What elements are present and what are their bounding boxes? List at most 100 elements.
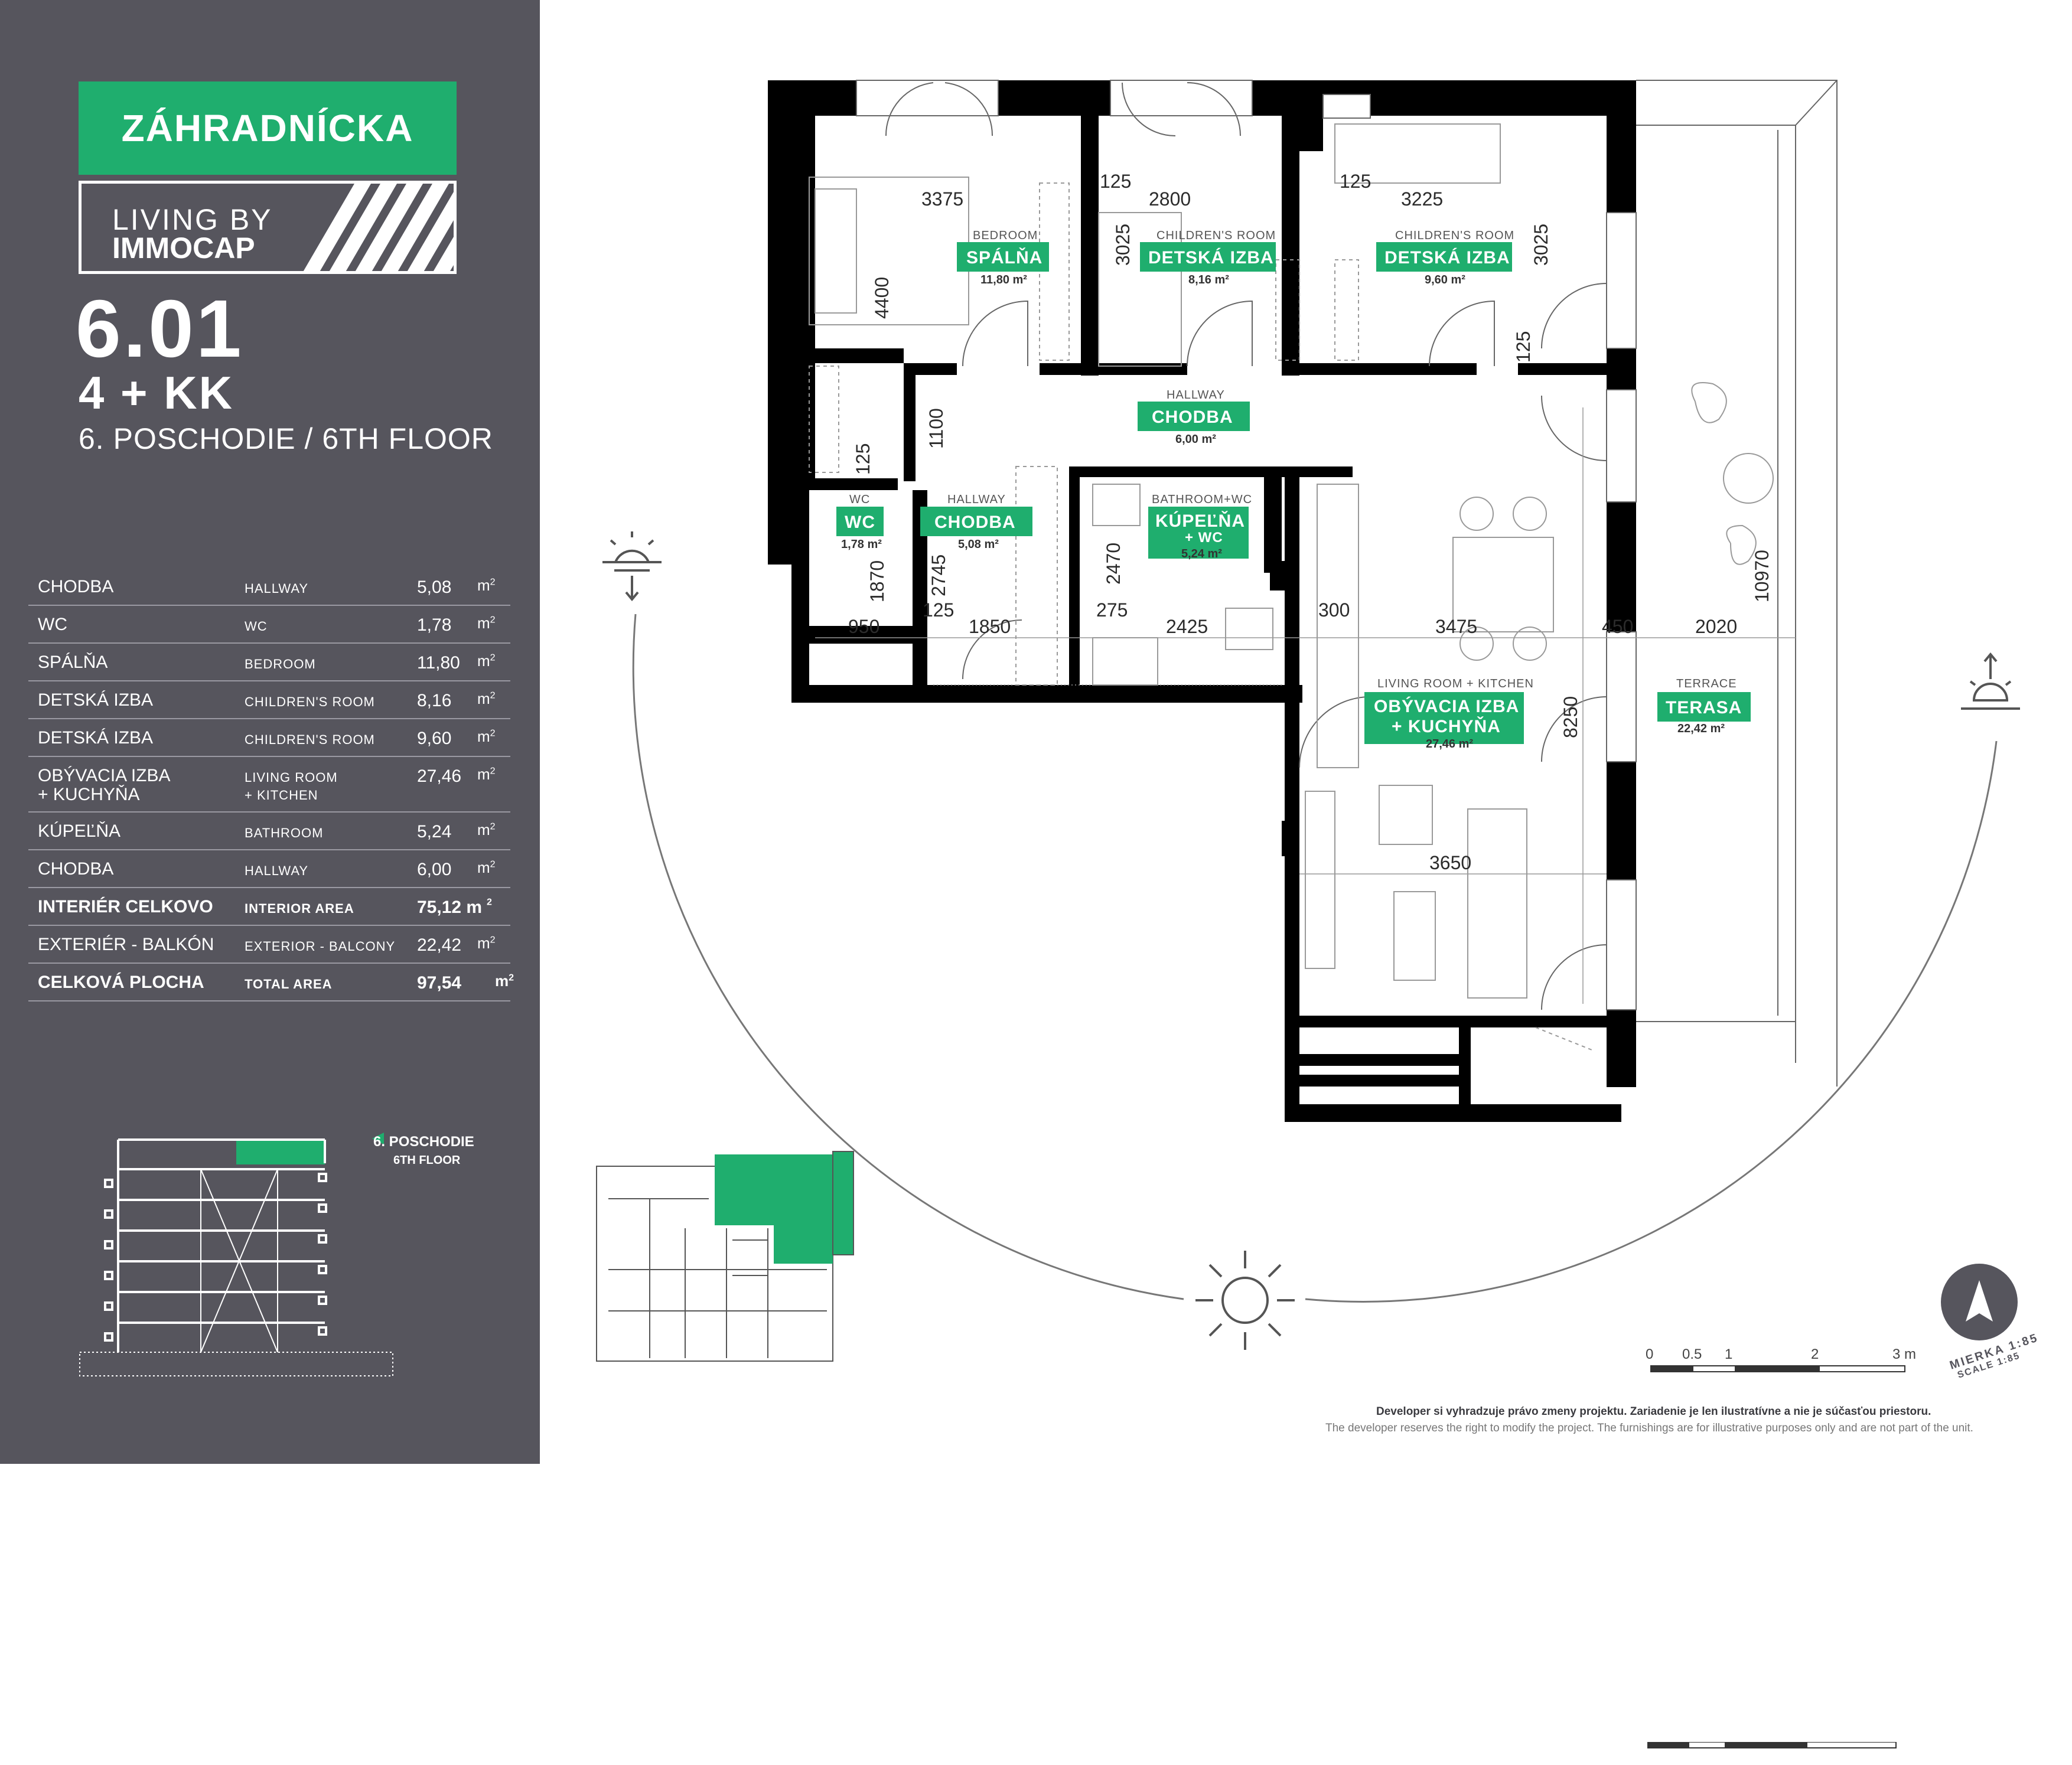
dim-2425: 2425 <box>1166 616 1208 637</box>
area-row-en: BATHROOM <box>245 826 324 840</box>
area-row-sk: DETSKÁ IZBA <box>38 690 154 710</box>
dim-1850: 1850 <box>969 616 1011 637</box>
dim-2020: 2020 <box>1695 616 1737 637</box>
child1-en: CHILDREN'S ROOM <box>1156 229 1276 242</box>
scale-bar-shape <box>1650 1365 1905 1372</box>
unit-floor: 6. POSCHODIE / 6TH FLOOR <box>79 422 493 455</box>
area-row-unit: m2 <box>477 690 496 707</box>
area-row-unit: m2 <box>477 821 496 839</box>
bathroom-area: 5,24 m² <box>1181 547 1222 560</box>
area-row-sk: CHODBA <box>38 859 114 879</box>
bedroom-area: 11,80 m² <box>980 273 1027 286</box>
dim-2745: 2745 <box>928 554 949 596</box>
logo-line2: IMMOCAP <box>112 231 255 265</box>
wc-area: 1,78 m² <box>841 538 882 551</box>
terrace-outline <box>1636 80 1838 1087</box>
sunrise-icon <box>1961 652 2020 710</box>
unit-type: 4 + KK <box>79 367 234 419</box>
dim-10970: 10970 <box>1751 550 1773 602</box>
dim-125a: 125 <box>1100 171 1131 192</box>
room-labels: BEDROOM SPÁLŇA 11,80 m² CHILDREN'S ROOM … <box>836 229 1751 751</box>
sun-path-arc <box>632 614 1184 1300</box>
dim-3025b: 3025 <box>1530 224 1552 266</box>
area-row-unit: m2 <box>495 972 514 990</box>
area-row-sk: OBÝVACIA IZBA+ KUCHYŇA <box>38 766 171 804</box>
area-row-value: 22,42 <box>417 935 462 955</box>
area-row-en: CHILDREN'S ROOM <box>245 732 375 747</box>
disclaimer-en: The developer reserves the right to modi… <box>1325 1422 1973 1434</box>
floor-plan: 3375 2800 3225 125 125 3025 3025 4400 11… <box>596 80 2020 1362</box>
bedroom-sk: SPÁLŇA <box>966 247 1042 267</box>
logo-stripes-icon <box>303 184 454 271</box>
scale-area: 0 0.5 1 2 3 m <box>1646 1346 1923 1382</box>
area-row-value: 27,46 <box>417 766 462 786</box>
terrace-area: 22,42 m² <box>1677 722 1725 735</box>
dim-3025a: 3025 <box>1112 224 1133 266</box>
dim-950: 950 <box>848 616 879 637</box>
child1-sk: DETSKÁ IZBA <box>1148 247 1274 267</box>
area-row-en: CHILDREN'S ROOM <box>245 694 375 709</box>
living-sk2: + KUCHYŇA <box>1392 716 1501 736</box>
wc-en: WC <box>849 493 870 506</box>
scale-tick-0: 0 <box>1646 1346 1654 1362</box>
hallway1-en: HALLWAY <box>1167 389 1225 402</box>
scale-tick-3: 3 m <box>1892 1346 1917 1362</box>
area-row-value: 9,60 <box>417 729 452 748</box>
developer-logo: LIVING BY IMMOCAP <box>79 181 457 274</box>
child2-sk: DETSKÁ IZBA <box>1384 247 1510 267</box>
area-row-value: 11,80 <box>417 653 460 673</box>
bedroom-en: BEDROOM <box>973 229 1038 242</box>
dim-3475: 3475 <box>1435 616 1477 637</box>
logo-line1: LIVING BY <box>112 203 273 236</box>
area-row-en: BEDROOM <box>245 657 316 671</box>
terrace-en: TERRACE <box>1676 677 1737 690</box>
area-row-unit: m2 <box>477 934 496 952</box>
dim-3225: 3225 <box>1401 188 1443 210</box>
area-row-unit: m2 <box>477 614 496 632</box>
area-row-en: TOTAL AREA <box>245 977 333 991</box>
area-row-sk: EXTERIÉR - BALKÓN <box>38 935 214 954</box>
area-row-en: HALLWAY <box>245 863 309 878</box>
area-row-value: 5,24 <box>417 822 452 841</box>
child1-area: 8,16 m² <box>1188 273 1229 286</box>
scale-tick-05: 0.5 <box>1682 1346 1702 1362</box>
dim-2800: 2800 <box>1149 188 1191 210</box>
hallway2-sk: CHODBA <box>934 513 1016 532</box>
hallway2-en: HALLWAY <box>947 493 1006 506</box>
area-row-en: WC <box>245 619 268 634</box>
area-row-unit: m2 <box>477 727 496 745</box>
dim-125c: 125 <box>852 443 874 475</box>
child2-en: CHILDREN'S ROOM <box>1395 229 1514 242</box>
furniture <box>809 123 1774 1052</box>
area-row-en: INTERIOR AREA <box>245 901 354 916</box>
area-row-sk: WC <box>38 615 67 634</box>
area-row-value: 75,12 m <box>417 898 483 917</box>
dim-2470: 2470 <box>1103 543 1124 585</box>
key-plan <box>596 1151 854 1362</box>
area-row-sk: CHODBA <box>38 577 114 596</box>
hallway1-area: 6,00 m² <box>1175 433 1216 446</box>
area-row-unit: m2 <box>477 576 496 594</box>
area-row-sk: INTERIÉR CELKOVO <box>38 897 213 916</box>
sunset-icon <box>602 531 662 602</box>
section-floor-label-en: 6TH FLOOR <box>393 1154 461 1167</box>
area-row-value: 1,78 <box>417 615 452 635</box>
area-row-value: 97,54 <box>417 973 462 993</box>
area-row: WC WC 1,78 m2 <box>28 606 510 644</box>
bathroom-sk2: + WC <box>1185 530 1223 546</box>
dim-275: 275 <box>1096 599 1128 621</box>
terrace-sk: TERASA <box>1666 698 1742 717</box>
area-row-unit: m2 <box>477 765 496 783</box>
area-row-en: HALLWAY <box>245 581 309 596</box>
dim-125e: 125 <box>923 599 954 621</box>
scale-tick-2: 2 <box>1811 1346 1819 1362</box>
